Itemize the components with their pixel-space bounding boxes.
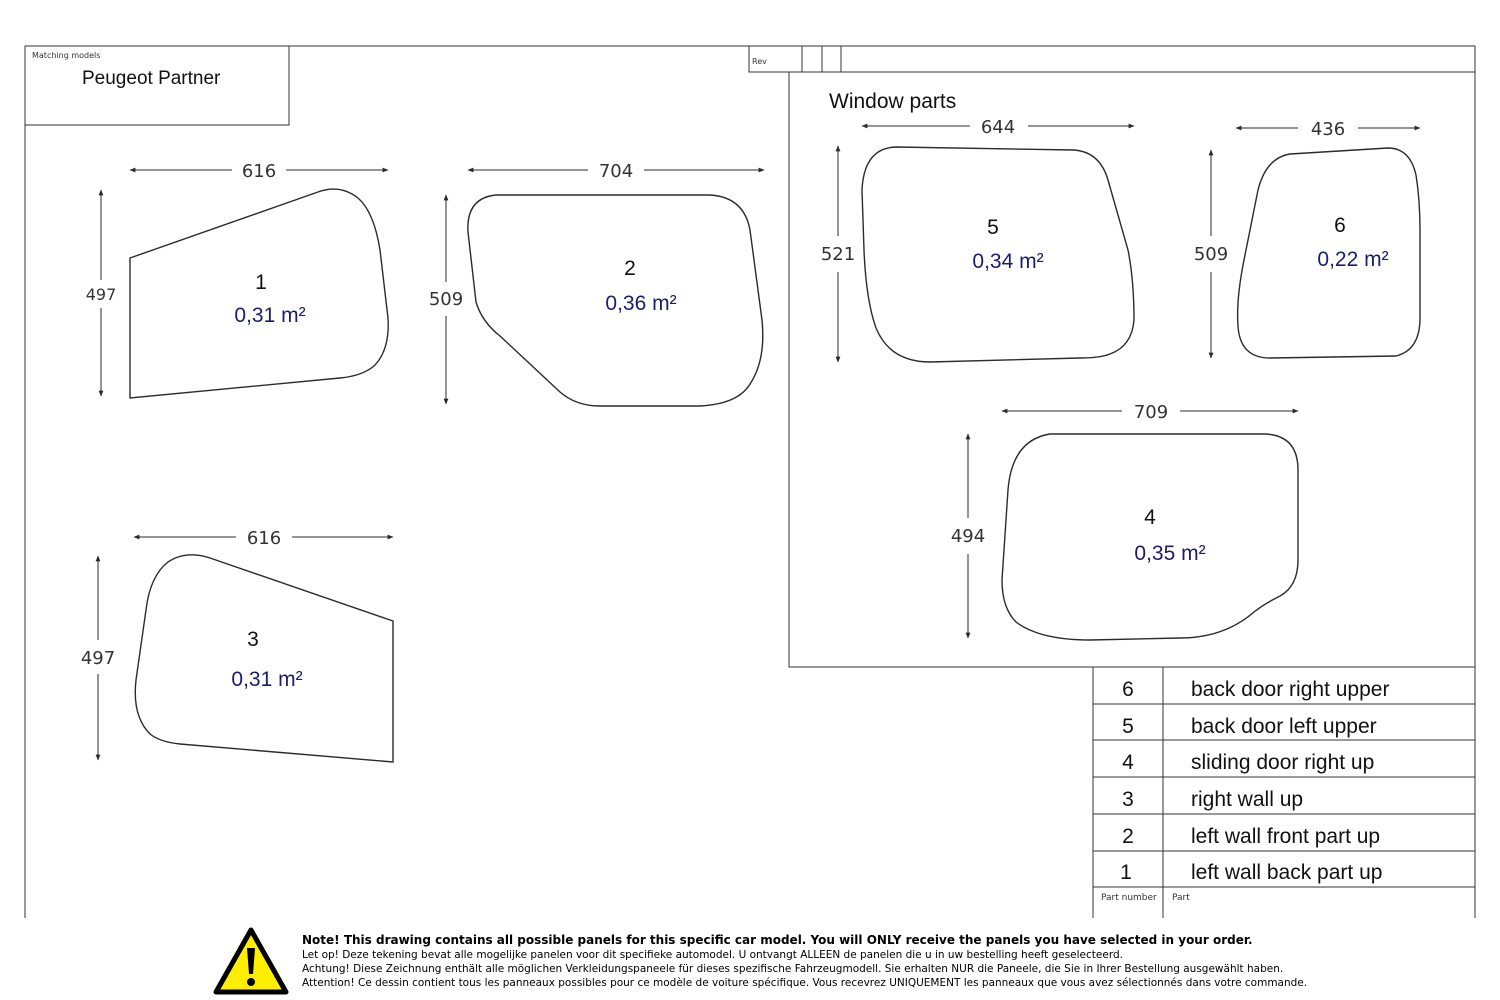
parts-table: 6 back door right upper 5 back door left… xyxy=(1092,667,1475,918)
row-part-name: back door left upper xyxy=(1191,715,1377,738)
height-dimension: 497 xyxy=(86,189,117,397)
panel-2: 704 509 2 0,36 m² xyxy=(429,161,765,407)
width-dimension: 616 xyxy=(133,528,394,549)
height-label: 494 xyxy=(951,526,985,547)
panel-3: 616 497 3 0,31 m² xyxy=(81,528,394,763)
panel-4: 709 494 4 0,35 m² xyxy=(951,402,1299,641)
panel-number: 1 xyxy=(255,271,267,294)
panel-outline xyxy=(129,188,389,399)
notice-block: Note! This drawing contains all possible… xyxy=(212,926,1362,996)
row-part-name: right wall up xyxy=(1191,788,1303,811)
width-label: 704 xyxy=(599,161,633,182)
height-label: 497 xyxy=(81,648,115,669)
panel-outline xyxy=(467,194,764,407)
panel-area: 0,31 m² xyxy=(234,304,305,327)
panel-outline xyxy=(861,146,1135,363)
panel-area: 0,36 m² xyxy=(605,292,676,315)
height-dimension: 509 xyxy=(429,194,463,405)
row-number: 5 xyxy=(1122,715,1134,738)
row-part-name: back door right upper xyxy=(1191,678,1389,701)
panel-area: 0,22 m² xyxy=(1317,248,1388,271)
height-label: 497 xyxy=(86,285,117,304)
rev-label: Rev xyxy=(752,57,767,66)
panel-1: 616 497 1 0,31 m² xyxy=(86,161,389,399)
panel-number: 2 xyxy=(624,257,636,280)
width-dimension: 644 xyxy=(861,117,1135,138)
table-row: 6 back door right upper xyxy=(1122,678,1389,701)
section-title: Window parts xyxy=(829,90,956,113)
height-dimension: 521 xyxy=(821,145,855,363)
model-name: Peugeot Partner xyxy=(82,68,221,89)
width-dimension: 709 xyxy=(1001,402,1299,423)
width-label: 644 xyxy=(981,117,1015,138)
row-number: 3 xyxy=(1122,788,1134,811)
width-dimension: 436 xyxy=(1235,119,1421,140)
panel-6: 436 509 6 0,22 m² xyxy=(1194,119,1421,359)
notice-dutch: Let op! Deze tekening bevat alle mogelij… xyxy=(302,949,1123,961)
height-label: 509 xyxy=(1194,244,1228,265)
height-label: 521 xyxy=(821,244,855,265)
table-row: 5 back door left upper xyxy=(1122,715,1376,738)
panel-outline xyxy=(1001,433,1299,641)
table-row: 2 left wall front part up xyxy=(1122,825,1380,848)
width-dimension: 616 xyxy=(129,161,389,182)
warning-triangle-icon xyxy=(213,927,289,995)
row-part-name: sliding door right up xyxy=(1191,751,1374,774)
revision-block: Rev xyxy=(748,45,1476,73)
height-dimension: 494 xyxy=(951,433,985,639)
width-label: 616 xyxy=(242,161,276,182)
notice-french: Attention! Ce dessin contient tous les p… xyxy=(302,977,1308,989)
notice-text: Note! This drawing contains all possible… xyxy=(302,932,1362,990)
row-number: 6 xyxy=(1122,678,1134,701)
table-header-part: Part xyxy=(1172,893,1190,903)
row-part-name: left wall front part up xyxy=(1191,825,1380,848)
notice-main: Note! This drawing contains all possible… xyxy=(302,933,1253,947)
height-label: 509 xyxy=(429,289,463,310)
window-parts-section: Window parts xyxy=(788,72,1475,668)
panel-number: 6 xyxy=(1334,214,1346,237)
panel-outline xyxy=(1236,147,1421,359)
width-label: 436 xyxy=(1311,119,1345,140)
height-dimension: 509 xyxy=(1194,149,1228,359)
title-caption: Matching models xyxy=(32,51,100,60)
row-number: 4 xyxy=(1122,751,1134,774)
row-part-name: left wall back part up xyxy=(1191,861,1382,884)
table-row: 4 sliding door right up xyxy=(1122,751,1374,774)
row-number: 2 xyxy=(1122,825,1134,848)
panel-5: 644 521 5 0,34 m² xyxy=(821,117,1135,363)
row-number: 1 xyxy=(1120,861,1132,884)
table-row: 3 right wall up xyxy=(1122,788,1303,811)
table-row: 1 left wall back part up xyxy=(1120,861,1382,884)
panel-number: 3 xyxy=(247,628,259,651)
panel-outline xyxy=(134,554,394,763)
panel-area: 0,31 m² xyxy=(231,668,302,691)
panel-area: 0,34 m² xyxy=(972,250,1043,273)
table-header-number: Part number xyxy=(1101,893,1157,903)
width-label: 709 xyxy=(1134,402,1168,423)
notice-german: Achtung! Diese Zeichnung enthält alle mö… xyxy=(302,963,1284,975)
panel-number: 4 xyxy=(1144,506,1156,529)
height-dimension: 497 xyxy=(81,555,115,761)
title-block: Matching models Peugeot Partner xyxy=(24,45,290,126)
width-dimension: 704 xyxy=(467,161,765,182)
panel-number: 5 xyxy=(987,216,999,239)
panel-area: 0,35 m² xyxy=(1134,542,1205,565)
width-label: 616 xyxy=(247,528,281,549)
